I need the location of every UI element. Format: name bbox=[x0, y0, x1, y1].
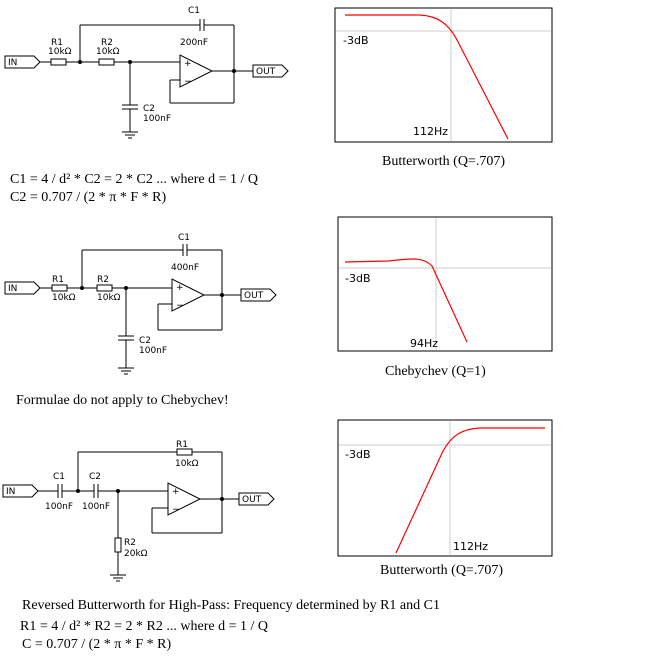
c1-name: C1 bbox=[178, 233, 190, 243]
c2-name: C2 bbox=[139, 336, 151, 346]
r1-value: 10kΩ bbox=[175, 459, 199, 469]
r1-value: 10kΩ bbox=[52, 293, 76, 303]
r2-name: R2 bbox=[124, 538, 136, 548]
r1-value: 10kΩ bbox=[48, 47, 72, 57]
resistor-r2 bbox=[114, 537, 122, 553]
output-port-label: OUT bbox=[242, 495, 262, 505]
resistor-r2 bbox=[96, 284, 113, 292]
output-port-label: OUT bbox=[256, 67, 276, 77]
response-curve bbox=[395, 427, 545, 554]
input-port: IN bbox=[2, 484, 39, 498]
r2-value: 10kΩ bbox=[96, 47, 120, 57]
capacitor-c2 bbox=[122, 104, 138, 110]
c2-name: C2 bbox=[89, 472, 101, 482]
plot-caption: Butterworth (Q=.707) bbox=[380, 563, 503, 578]
level-label: -3dB bbox=[345, 448, 371, 461]
highpass-butterworth-circuit: IN C1 100nF R1 10kΩ C2 100nF R2 20kΩ bbox=[2, 440, 275, 582]
c1-value: 100nF bbox=[45, 502, 73, 512]
opamp: + − bbox=[179, 54, 214, 88]
chebychev-note: Formulae do not apply to Chebychev! bbox=[16, 393, 229, 408]
input-port-label: IN bbox=[8, 58, 17, 68]
input-port-label: IN bbox=[8, 284, 17, 294]
opamp: + − bbox=[171, 278, 206, 312]
r2-value: 10kΩ bbox=[97, 293, 121, 303]
r1-name: R1 bbox=[51, 38, 63, 48]
c2-value: 100nF bbox=[143, 114, 171, 124]
plot-3: -3dB 112Hz Butterworth (Q=.707) bbox=[337, 419, 553, 578]
response-curve bbox=[344, 258, 468, 343]
lowpass-formula-2: C2 = 0.707 / (2 * π * F * R) bbox=[10, 190, 166, 205]
level-label: -3dB bbox=[345, 272, 371, 285]
c1-value: 200nF bbox=[180, 38, 208, 48]
plot-caption: Butterworth (Q=.707) bbox=[382, 154, 505, 169]
svg-text:−: − bbox=[184, 77, 192, 87]
opamp: + − bbox=[167, 482, 202, 516]
r2-value: 20kΩ bbox=[124, 549, 148, 559]
r2-name: R2 bbox=[101, 38, 113, 48]
output-port: OUT bbox=[240, 288, 277, 302]
c1-name: C1 bbox=[53, 472, 65, 482]
capacitor-c1 bbox=[182, 244, 188, 256]
ground-symbol bbox=[122, 131, 138, 139]
c2-value: 100nF bbox=[82, 502, 110, 512]
input-port-label: IN bbox=[6, 487, 15, 497]
frequency-label: 112Hz bbox=[453, 540, 488, 553]
lowpass-formula-1: C1 = 4 / d² * C2 = 2 * C2 ... where d = … bbox=[10, 172, 258, 187]
highpass-formula-2: C = 0.707 / (2 * π * F * R) bbox=[22, 637, 171, 652]
plot-caption: Chebychev (Q=1) bbox=[385, 364, 486, 379]
output-port: OUT bbox=[238, 492, 275, 506]
r2-name: R2 bbox=[97, 275, 109, 285]
resistor-r1 bbox=[51, 284, 68, 292]
frequency-label: 112Hz bbox=[413, 125, 448, 138]
svg-text:−: − bbox=[176, 301, 184, 311]
ground-symbol bbox=[110, 574, 126, 582]
ground-symbol bbox=[118, 367, 134, 375]
plot-1: -3dB 112Hz Butterworth (Q=.707) bbox=[334, 7, 553, 169]
level-label: -3dB bbox=[343, 34, 369, 47]
output-port: OUT bbox=[252, 64, 289, 78]
c2-name: C2 bbox=[143, 104, 155, 114]
frequency-label: 94Hz bbox=[410, 337, 438, 350]
highpass-note: Reversed Butterworth for High-Pass: Freq… bbox=[22, 598, 440, 613]
r1-name: R1 bbox=[52, 275, 64, 285]
highpass-formula-1: R1 = 4 / d² * R2 = 2 * R2 ... where d = … bbox=[20, 619, 268, 634]
lowpass-chebychev-circuit: IN R1 10kΩ C1 400nF R2 10kΩ C2 100nF bbox=[4, 233, 277, 375]
capacitor-c1 bbox=[57, 484, 63, 498]
c1-name: C1 bbox=[188, 6, 200, 16]
capacitor-c1 bbox=[199, 19, 205, 31]
response-curve bbox=[345, 14, 509, 140]
c2-value: 100nF bbox=[139, 346, 167, 356]
svg-text:+: + bbox=[184, 59, 192, 69]
resistor-r1 bbox=[50, 58, 67, 66]
input-port: IN bbox=[4, 55, 41, 69]
svg-text:+: + bbox=[172, 487, 180, 497]
capacitor-c2 bbox=[93, 484, 99, 498]
lowpass-butterworth-circuit: IN R1 10kΩ C1 200nF R2 10kΩ C2 100n bbox=[4, 6, 289, 139]
svg-text:−: − bbox=[172, 505, 180, 515]
r1-name: R1 bbox=[176, 440, 188, 450]
plot-2: -3dB 94Hz Chebychev (Q=1) bbox=[337, 216, 553, 379]
capacitor-c2 bbox=[118, 335, 134, 341]
resistor-r2 bbox=[98, 58, 115, 66]
output-port-label: OUT bbox=[244, 291, 264, 301]
svg-text:+: + bbox=[176, 283, 184, 293]
input-port: IN bbox=[4, 281, 41, 295]
c1-value: 400nF bbox=[171, 263, 199, 273]
